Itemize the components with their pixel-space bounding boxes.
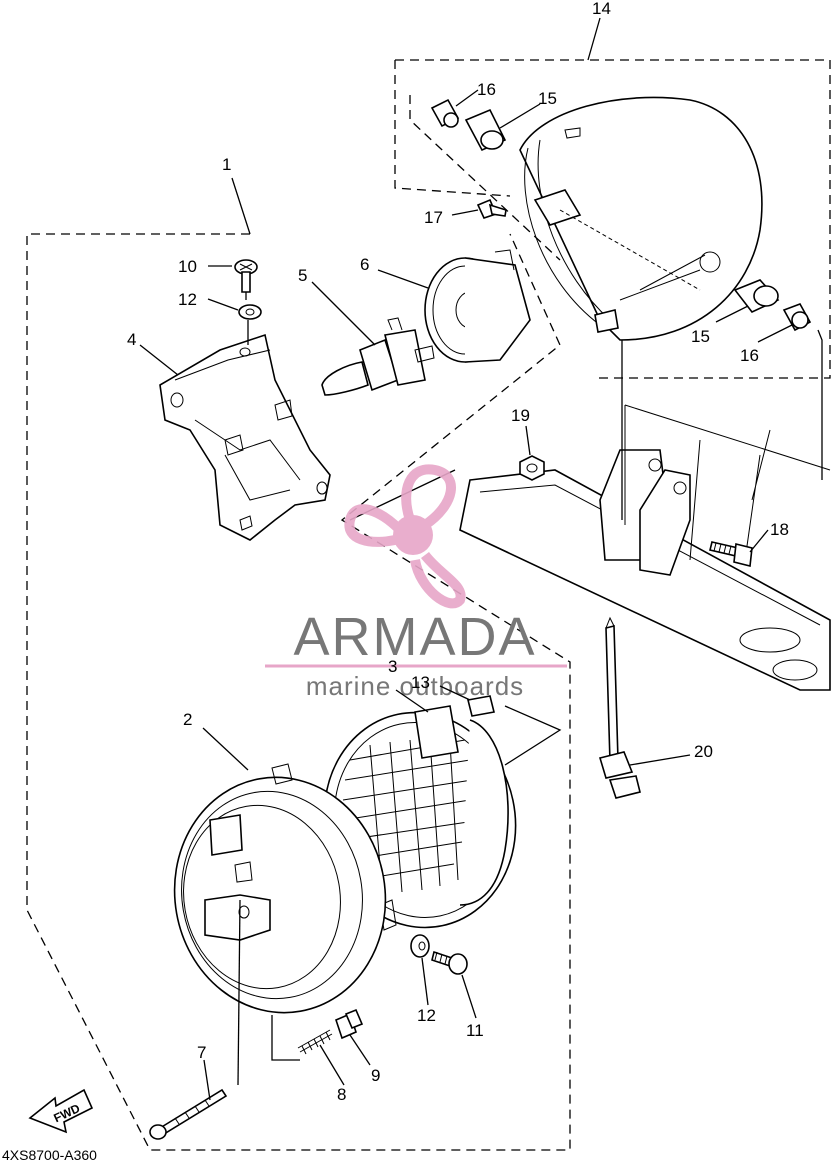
bolt-17: [476, 198, 507, 219]
callout-16-right: 16: [740, 346, 759, 365]
damper-15-right: [733, 279, 780, 313]
callout-15-top: 15: [538, 89, 557, 108]
headlight-case: [519, 96, 763, 341]
screw-7: [149, 1088, 228, 1140]
diagram-code: 4XS8700-A360: [2, 1147, 97, 1162]
callout-8: 8: [337, 1085, 346, 1104]
callout-7: 7: [197, 1043, 206, 1062]
watermark-brand: ARMADA: [293, 607, 536, 667]
adjuster-nut-9: [335, 1008, 364, 1040]
nut-19: [519, 455, 545, 481]
callout-12-lower: 12: [417, 1006, 436, 1025]
propeller-blade-3: [410, 551, 466, 609]
socket-cover-6: [424, 249, 531, 363]
callout-9: 9: [371, 1066, 380, 1085]
callout-12-top: 12: [178, 290, 197, 309]
leader-lines: [139, 17, 823, 1101]
propeller-hub: [393, 515, 433, 555]
fwd-arrow: FWD: [28, 1088, 94, 1134]
bracket-4: [159, 333, 331, 541]
damper-15-top: [464, 108, 507, 152]
collar-16-right: [782, 303, 812, 332]
callout-19: 19: [511, 406, 530, 425]
propeller-blade-1: [401, 464, 456, 530]
callout-18: 18: [770, 520, 789, 539]
washer-12-lower: [410, 934, 430, 958]
group-outline-14: [394, 59, 831, 379]
callout-20: 20: [694, 742, 713, 761]
propeller-blade-2: [344, 504, 404, 547]
callout-5: 5: [298, 266, 307, 285]
callout-14: 14: [592, 0, 611, 18]
leader-10-down: [245, 292, 249, 345]
callout-11: 11: [466, 1021, 484, 1040]
spring-8: [297, 1029, 333, 1055]
callout-2: 2: [183, 710, 192, 729]
callout-4: 4: [127, 330, 136, 349]
callout-6: 6: [360, 255, 369, 274]
armada-logo: [344, 464, 466, 609]
callout-13: 13: [411, 673, 430, 692]
headlight-stay: [349, 404, 831, 691]
callout-1: 1: [222, 155, 231, 174]
screw-10: [234, 259, 258, 293]
screw-11: [431, 950, 468, 975]
bolt-18: [709, 541, 753, 567]
callout-15-right: 15: [691, 327, 710, 346]
washer-12-top: [238, 304, 262, 320]
callout-17: 17: [424, 208, 443, 227]
callout-10: 10: [178, 257, 197, 276]
frame-ref-line: [409, 95, 561, 261]
headlight-rim-2: [173, 763, 387, 1014]
callout-16-top: 16: [477, 80, 496, 99]
bulb-5: [321, 317, 435, 396]
callout-3: 3: [388, 657, 397, 676]
cable-tie-20: [598, 616, 641, 799]
collar-16-top: [430, 98, 460, 128]
